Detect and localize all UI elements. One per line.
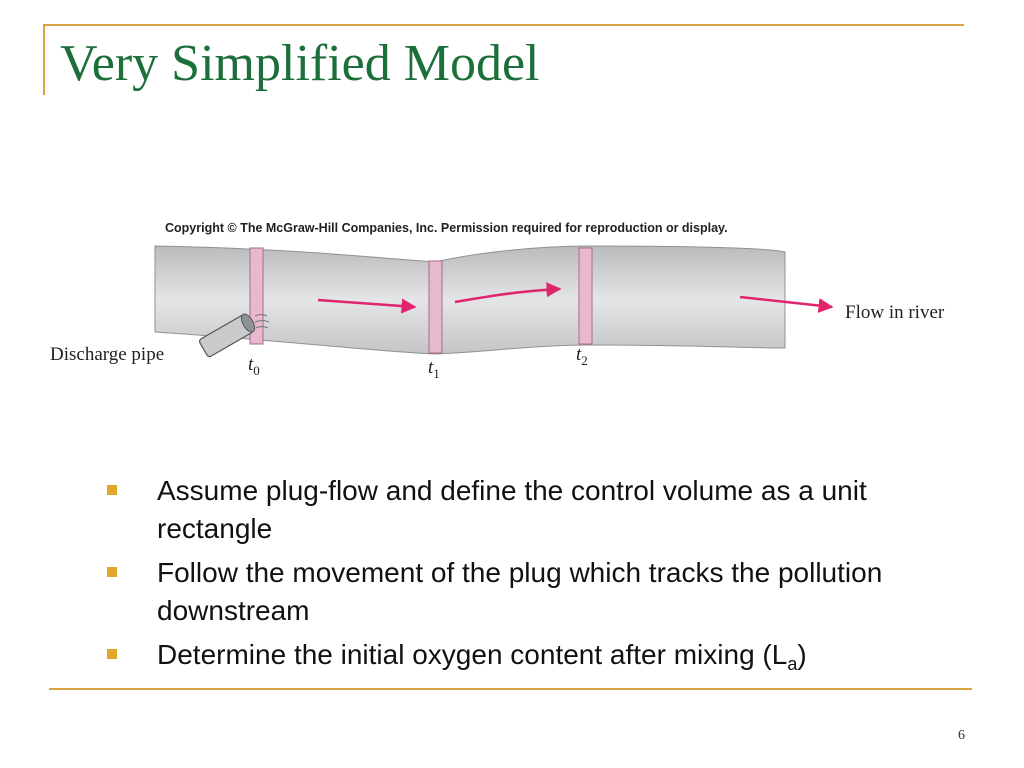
frame-left-rule <box>43 24 45 95</box>
flow-in-river-label: Flow in river <box>845 302 945 323</box>
frame-bottom-rule <box>49 688 972 690</box>
bullet-text: Determine the initial oxygen content aft… <box>157 639 788 670</box>
bullet-item: Assume plug-flow and define the control … <box>105 472 975 548</box>
flow-arrow-2 <box>454 282 562 304</box>
slide-title: Very Simplified Model <box>60 35 540 92</box>
square-bullet-icon <box>107 567 117 577</box>
page-number: 6 <box>958 728 965 743</box>
bullet-list: Assume plug-flow and define the control … <box>105 472 975 689</box>
plug-slice-t2 <box>578 247 593 345</box>
discharge-pipe-label: Discharge pipe <box>50 344 164 365</box>
plug-slice-t0 <box>249 247 264 345</box>
flow-arrow-3 <box>739 295 834 313</box>
frame-top-rule <box>43 24 964 26</box>
discharge-pipe-icon <box>198 313 270 358</box>
bullet-item: Determine the initial oxygen content aft… <box>105 636 975 683</box>
time-label-t2: t2 <box>576 344 588 368</box>
time-label-t0: t0 <box>248 354 260 378</box>
bullet-subscript: a <box>787 654 798 674</box>
square-bullet-icon <box>107 485 117 495</box>
flow-arrow-1 <box>317 298 417 314</box>
copyright-notice: Copyright © The McGraw-Hill Companies, I… <box>165 221 728 235</box>
bullet-text: Assume plug-flow and define the control … <box>157 475 867 544</box>
bullet-text: Follow the movement of the plug which tr… <box>157 557 883 626</box>
bullet-text-tail: ) <box>797 639 807 670</box>
plug-slice-t1 <box>428 260 443 354</box>
square-bullet-icon <box>107 649 117 659</box>
river-plug-flow-figure: Copyright © The McGraw-Hill Companies, I… <box>50 208 980 388</box>
time-label-t1: t1 <box>428 357 440 381</box>
bullet-item: Follow the movement of the plug which tr… <box>105 554 975 630</box>
